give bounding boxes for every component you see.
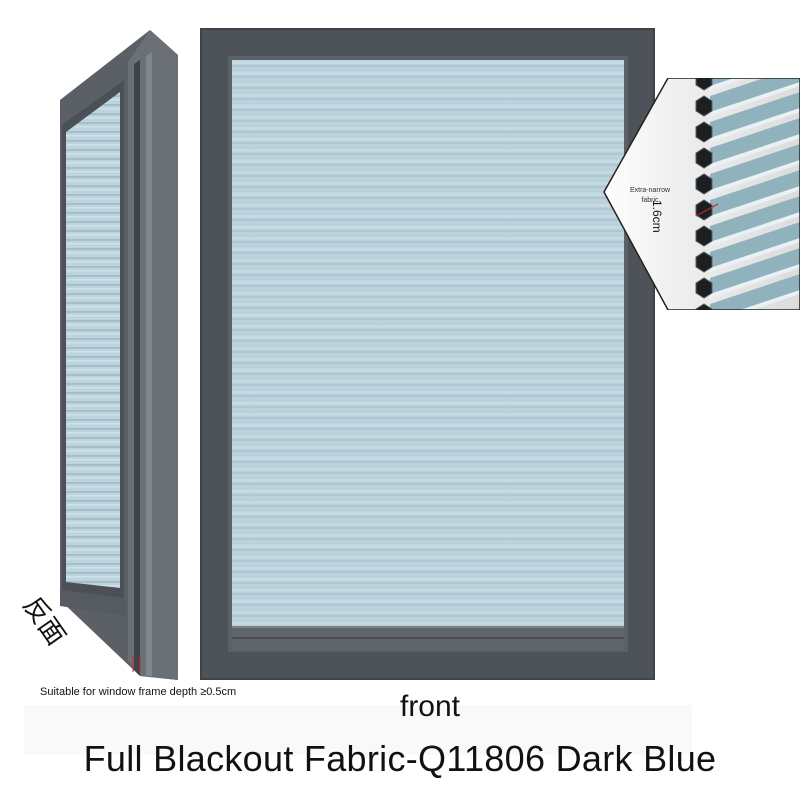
frame-depth-note: Suitable for window frame depth ≥0.5cm	[40, 686, 237, 698]
zoom-pleat-band	[710, 248, 800, 294]
honeycomb-cell-icon	[695, 78, 713, 91]
zoom-pleat-highlight	[710, 108, 800, 142]
honeycomb-cell-icon	[695, 199, 713, 221]
zoom-pleat-band	[710, 144, 800, 190]
zoom-pleat-band	[710, 222, 800, 268]
product-title: Full Blackout Fabric-Q11806 Dark Blue	[83, 738, 717, 779]
honeycomb-cell-icon	[695, 95, 713, 117]
caption-background-band	[24, 705, 692, 755]
honeycomb-cell-icon	[695, 303, 713, 310]
front-bottom-rail	[232, 626, 624, 650]
zoom-pleat-highlight	[710, 134, 800, 168]
zoom-pleat-band	[710, 92, 800, 138]
measure-line-icon	[695, 203, 719, 217]
zoom-pleat-band	[710, 196, 800, 242]
zoom-pleat-highlight	[710, 82, 800, 116]
side-fabric	[66, 92, 120, 588]
zoom-pleat-highlight	[710, 264, 800, 298]
zoom-pleat-highlight	[710, 290, 800, 310]
zoom-pleat-highlight	[710, 212, 800, 246]
honeycomb-cell-icon	[695, 147, 713, 169]
zoom-caption: Extra-narrow fabric	[628, 186, 672, 206]
zoom-pleat-highlight	[710, 160, 800, 194]
zoom-caption-line2: fabric	[641, 197, 659, 204]
zoom-pleat-highlight	[710, 238, 800, 272]
front-label: front	[399, 690, 461, 723]
zoom-pleat-highlight	[710, 78, 800, 90]
zoom-pleat-band	[710, 78, 800, 112]
cell-size-label: 1.6cm	[650, 200, 664, 233]
front-pleated-fabric	[232, 60, 624, 626]
honeycomb-cell-icon	[695, 173, 713, 195]
fabric-zoom-detail	[603, 78, 800, 310]
side-view-frame	[60, 30, 178, 680]
zoom-pleat-band	[710, 118, 800, 164]
honeycomb-cell-icon	[695, 225, 713, 247]
honeycomb-cell-icon	[695, 277, 713, 299]
honeycomb-cell-icon	[695, 121, 713, 143]
zoom-caption-line1: Extra-narrow	[629, 187, 671, 194]
zoom-pleat-band	[710, 170, 800, 216]
zoom-pleat-band	[710, 274, 800, 310]
zoom-pleat-highlight	[710, 186, 800, 220]
honeycomb-cell-icon	[695, 251, 713, 273]
